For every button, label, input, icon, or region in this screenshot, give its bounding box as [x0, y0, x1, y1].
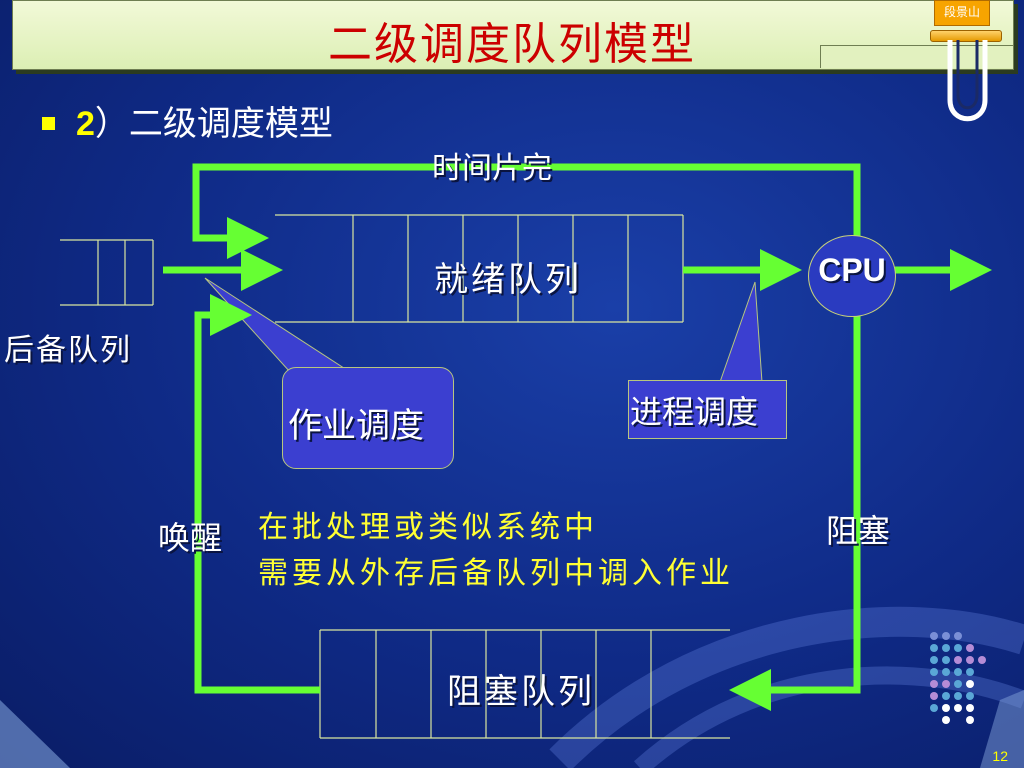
job-scheduling-label: 作业调度: [288, 406, 424, 446]
binder-clip-icon: [930, 30, 1002, 42]
wakeup-label: 唤醒: [158, 519, 223, 557]
background-swirl-decoration: [549, 606, 1024, 768]
blocked-queue-box: [319, 629, 730, 739]
dot-grid-decoration: [930, 632, 986, 724]
cpu-circle: [808, 235, 896, 317]
process-scheduling-label: 进程调度: [630, 393, 759, 431]
section-heading: 2）二级调度模型: [76, 96, 333, 145]
process-scheduling-callout: [628, 380, 787, 439]
blocked-queue-label: 阻塞队列: [447, 672, 595, 712]
job-scheduling-callout: [282, 367, 454, 469]
note-line-2: 需要从外存后备队列中调入作业: [258, 556, 734, 591]
ready-queue-label: 就绪队列: [434, 260, 582, 300]
process-scheduling-pointer: [719, 281, 763, 383]
bullet-icon: [42, 117, 55, 130]
job-scheduling-pointer: [204, 277, 352, 373]
binder-clip-loop: [947, 40, 988, 122]
author-badge: 段景山: [934, 0, 990, 26]
wakeup-arrow: [194, 294, 320, 694]
slide-title: 二级调度队列模型: [328, 19, 696, 70]
corner-decoration-right: [980, 690, 1024, 768]
page-number: 12: [992, 748, 1008, 764]
block-arrow: [729, 315, 861, 711]
section-heading-text: ）二级调度模型: [94, 104, 333, 144]
title-bar: [12, 0, 1014, 70]
note-line-1: 在批处理或类似系统中: [258, 510, 598, 545]
cpu-label: CPU: [818, 252, 886, 288]
backup-queue-label: 后备队列: [4, 333, 132, 368]
time-slice-label: 时间片完: [432, 151, 552, 186]
corner-decoration: [0, 700, 70, 768]
binder-clip-inner: [956, 40, 979, 110]
section-number: 2: [76, 105, 95, 143]
title-tab-decoration: [820, 45, 1013, 68]
block-label: 阻塞: [826, 512, 891, 550]
backup-queue-box: [60, 239, 154, 306]
time-slice-arrow: [192, 163, 861, 259]
